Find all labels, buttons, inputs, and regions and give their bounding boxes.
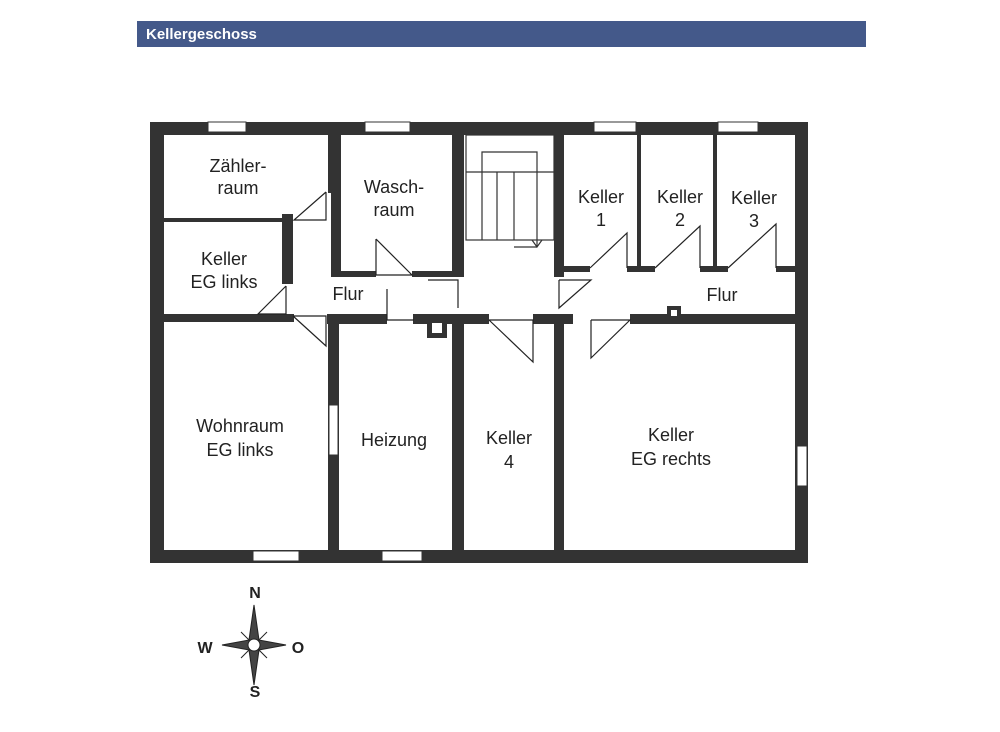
label-zaehlerraum-2: raum xyxy=(217,178,258,198)
label-keller4-2: 4 xyxy=(504,452,514,472)
windows xyxy=(207,121,808,562)
label-waschraum-2: raum xyxy=(373,200,414,220)
room-labels: Zähler- raum Wasch- raum Keller 1 Keller… xyxy=(190,156,777,472)
label-keller-eg-links-1: Keller xyxy=(201,249,247,269)
label-keller-eg-rechts-1: Keller xyxy=(648,425,694,445)
label-keller3-2: 3 xyxy=(749,211,759,231)
label-keller-eg-rechts-2: EG rechts xyxy=(631,449,711,469)
chimney-voids xyxy=(432,310,677,333)
compass-star-icon xyxy=(221,604,287,686)
label-flur-ost: Flur xyxy=(707,285,738,305)
label-keller2-1: Keller xyxy=(657,187,703,207)
compass-rose: N S W O xyxy=(197,585,304,701)
compass-west: W xyxy=(197,640,213,657)
label-heizung: Heizung xyxy=(361,430,427,450)
label-keller1-1: Keller xyxy=(578,187,624,207)
label-keller2-2: 2 xyxy=(675,210,685,230)
label-zaehlerraum-1: Zähler- xyxy=(209,156,266,176)
label-keller-eg-links-2: EG links xyxy=(190,272,257,292)
label-keller3-1: Keller xyxy=(731,188,777,208)
label-keller4-1: Keller xyxy=(486,428,532,448)
label-keller1-2: 1 xyxy=(596,210,606,230)
staircase xyxy=(465,134,555,249)
label-wohnraum-2: EG links xyxy=(206,440,273,460)
compass-north: N xyxy=(249,585,261,602)
label-wohnraum-1: Wohnraum xyxy=(196,416,284,436)
compass-east: O xyxy=(292,640,304,657)
doors xyxy=(256,191,777,364)
label-flur-west: Flur xyxy=(333,284,364,304)
page-title: Kellergeschoss xyxy=(146,25,257,43)
header-bar: Kellergeschoss xyxy=(137,21,866,47)
compass-south: S xyxy=(250,684,261,701)
label-waschraum-1: Wasch- xyxy=(364,177,424,197)
